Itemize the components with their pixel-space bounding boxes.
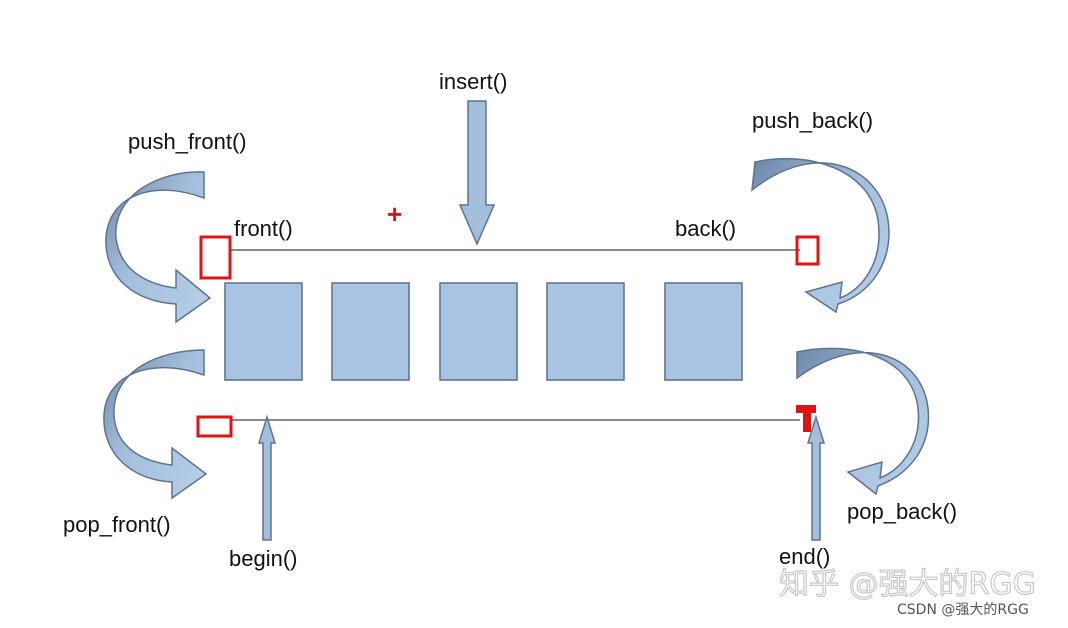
begin-arrow xyxy=(257,414,277,541)
element-box-2 xyxy=(331,282,410,381)
csdn-watermark: CSDN @强大的RGG xyxy=(897,602,1029,618)
insert-arrow xyxy=(458,100,496,246)
pop-back-label: pop_back() xyxy=(847,499,957,524)
push-front-label: push_front() xyxy=(128,129,247,154)
element-box-5 xyxy=(664,282,743,381)
end-arrow xyxy=(806,414,826,541)
begin-label: begin() xyxy=(229,546,297,571)
push-back-label: push_back() xyxy=(752,108,873,133)
back-label: back() xyxy=(675,216,736,241)
plus-sign: + xyxy=(387,199,402,229)
element-boxes xyxy=(224,282,743,381)
front-marker xyxy=(199,235,232,280)
pop-back-arrow xyxy=(796,347,930,496)
back-marker xyxy=(795,235,820,266)
element-box-1 xyxy=(224,282,303,381)
element-box-3 xyxy=(439,282,518,381)
push-front-arrow xyxy=(105,171,212,324)
element-box-4 xyxy=(546,282,625,381)
end-label: end() xyxy=(779,544,830,569)
push-back-arrow xyxy=(751,157,890,314)
insert-label: insert() xyxy=(439,69,507,94)
zhihu-watermark: 知乎 @强大的RGG xyxy=(779,567,1036,602)
pop-front-label: pop_front() xyxy=(63,512,171,537)
pop-front-arrow xyxy=(103,349,208,500)
front-label: front() xyxy=(234,216,293,241)
end-marker xyxy=(796,405,816,432)
begin-marker xyxy=(196,415,233,438)
